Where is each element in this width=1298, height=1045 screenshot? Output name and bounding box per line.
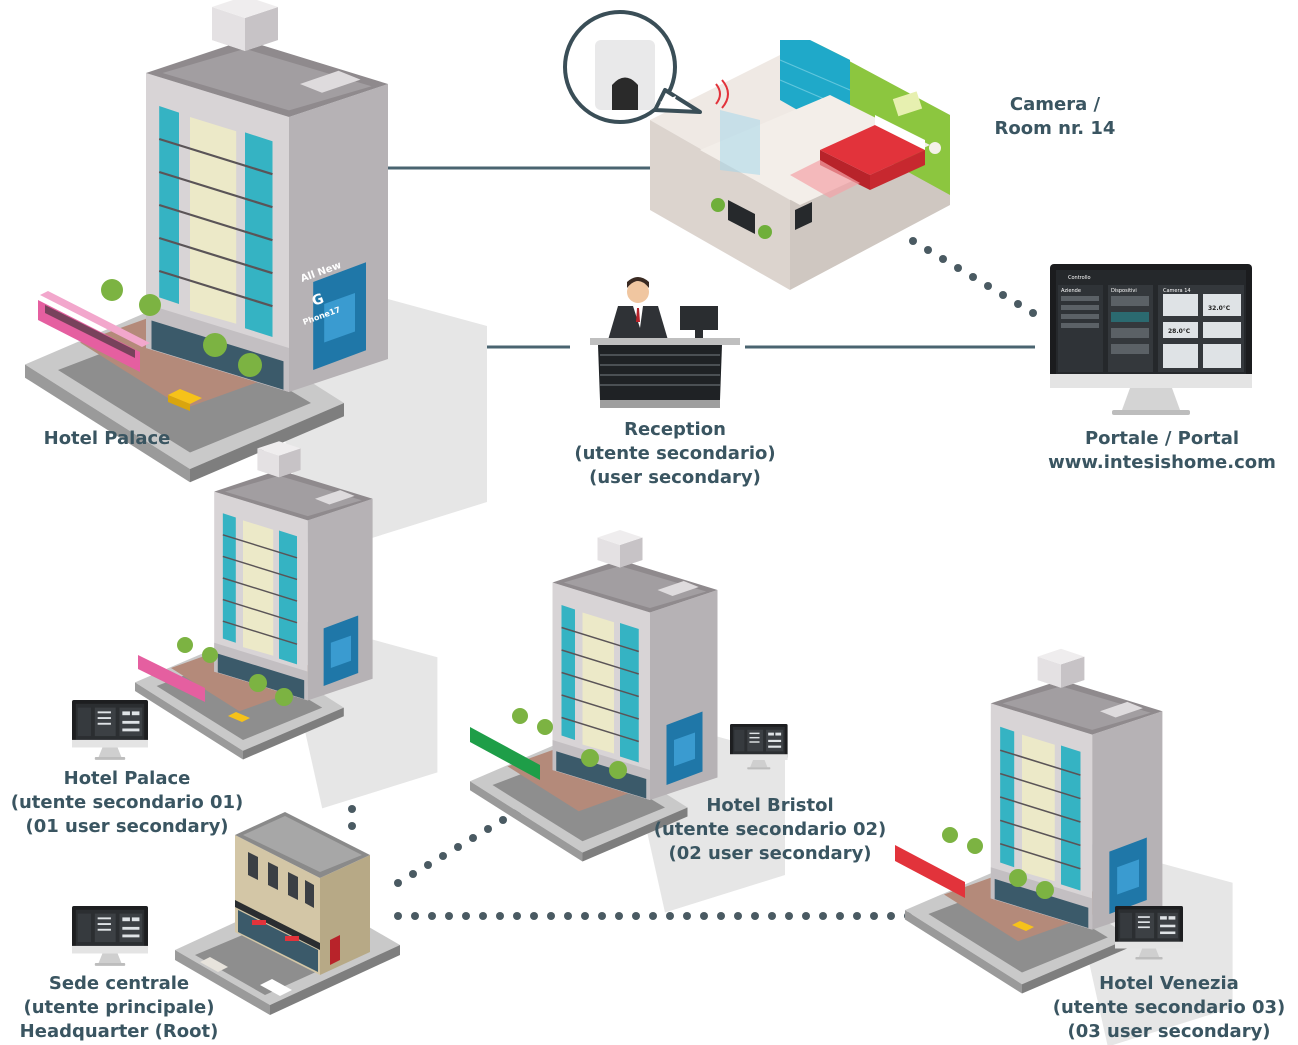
wifi-controller-icon <box>563 9 729 125</box>
tree-icon <box>177 637 293 706</box>
svg-text:Aziende: Aziende <box>1061 288 1081 294</box>
label-hotel-palace: Hotel Palace (utente secondario 01) (01 … <box>2 767 252 839</box>
tree-icon <box>942 827 1054 899</box>
label-hotel-palace-top: Hotel Palace <box>22 427 192 451</box>
taxi-icon <box>228 712 250 722</box>
label-line: Sede centrale <box>48 973 190 994</box>
svg-text:Camera 14: Camera 14 <box>1163 288 1191 294</box>
label-line: www.intesishome.com <box>1048 452 1276 473</box>
label-line: Camera / <box>1009 94 1101 115</box>
tree-icon <box>101 279 262 377</box>
label-line: Portale / Portal <box>1084 428 1240 449</box>
label-reception: Reception (utente secondario) (user seco… <box>530 418 820 490</box>
label-line: (utente secondario) <box>574 443 776 464</box>
label-line: (03 user secondary) <box>1067 1021 1271 1042</box>
taxi-icon <box>168 389 202 411</box>
label-line: Headquarter (Root) <box>19 1021 219 1042</box>
label-line: Reception <box>624 419 726 440</box>
label-camera: Camera / Room nr. 14 <box>975 93 1135 141</box>
label-line: (utente secondario 01) <box>10 792 244 813</box>
svg-text:32.0°C: 32.0°C <box>1208 305 1231 312</box>
desktop-monitor-icon: Controllo Aziende Dispositivi Camera 14 … <box>1050 264 1252 415</box>
desktop-monitor-icon <box>72 700 148 760</box>
desktop-monitor-icon <box>72 906 148 966</box>
label-line: (user secondary) <box>589 467 761 488</box>
receptionist-desk-icon <box>590 277 740 408</box>
bus-icon <box>470 727 540 780</box>
label-line: (utente secondario 03) <box>1052 997 1286 1018</box>
svg-text:G: G <box>310 291 326 310</box>
svg-text:28.0°C: 28.0°C <box>1168 328 1191 335</box>
bus-icon <box>38 291 150 372</box>
taxi-icon <box>1012 921 1034 931</box>
bus-icon <box>895 845 965 898</box>
label-line: (utente principale) <box>23 997 215 1018</box>
label-hotel-venezia: Hotel Venezia (utente secondario 03) (03… <box>1042 972 1296 1044</box>
label-line: (01 user secondary) <box>25 816 229 837</box>
label-line: Hotel Palace <box>63 768 191 789</box>
headquarter-building-icon <box>175 812 400 1015</box>
label-headquarter: Sede centrale (utente principale) Headqu… <box>4 972 234 1044</box>
label-line: Hotel Palace <box>43 428 171 449</box>
hotel-room-icon <box>650 40 950 290</box>
svg-text:Dispositivi: Dispositivi <box>1111 288 1137 294</box>
svg-text:Controllo: Controllo <box>1068 275 1091 281</box>
label-line: Hotel Bristol <box>706 795 834 816</box>
label-line: (utente secondario 02) <box>653 819 887 840</box>
label-portal: Portale / Portal www.intesishome.com <box>1030 427 1294 475</box>
bus-icon <box>138 655 205 702</box>
label-line: Room nr. 14 <box>994 118 1116 139</box>
label-line: Hotel Venezia <box>1099 973 1239 994</box>
label-hotel-bristol: Hotel Bristol (utente secondario 02) (02… <box>640 794 900 866</box>
label-line: (02 user secondary) <box>668 843 872 864</box>
tree-icon <box>512 708 627 779</box>
hotel-building-icon <box>23 0 489 559</box>
